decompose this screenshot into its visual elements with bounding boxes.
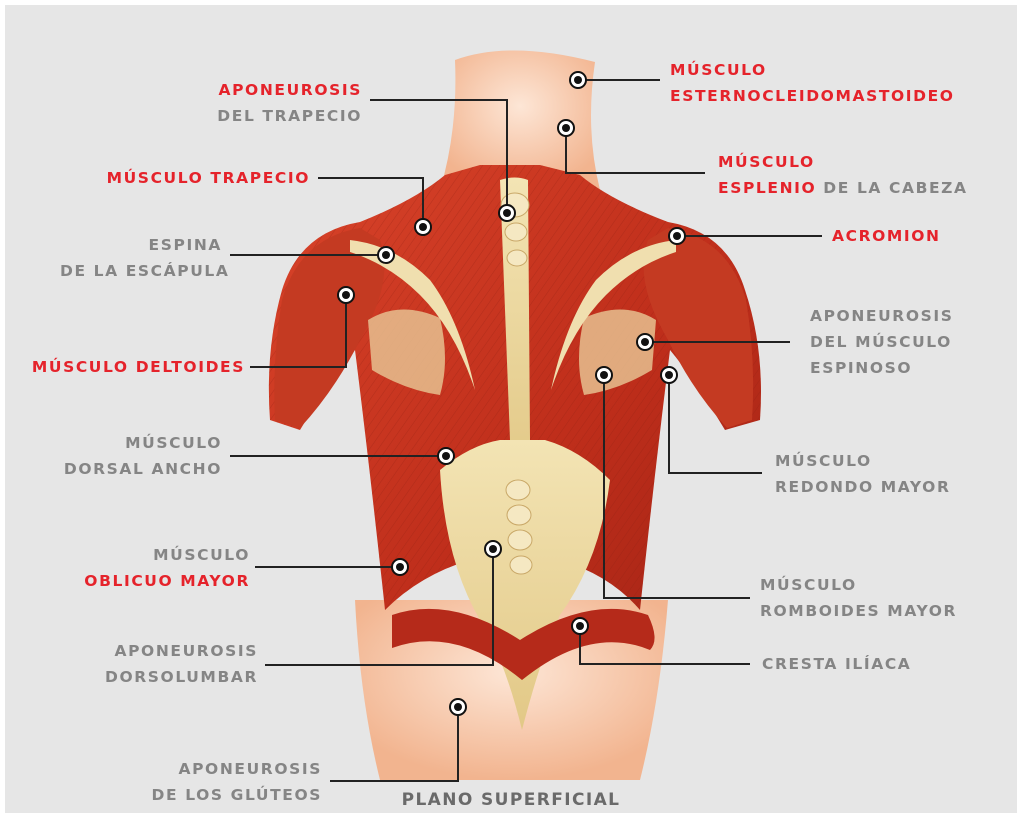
label-redondo-mayor: MÚSCULO REDONDO MAYOR [775,448,951,500]
label-musculo-deltoides: MÚSCULO DELTOIDES [15,354,245,380]
label-oblicuo-mayor: MÚSCULO OBLICUO MAYOR [60,542,250,594]
label-musculo-dorsal-ancho: MÚSCULO DORSAL ANCHO [60,430,222,482]
label-aponeurosis-espinoso: APONEUROSIS DEL MÚSCULO ESPINOSO [810,303,954,381]
label-romboides-mayor: MÚSCULO ROMBOIDES MAYOR [760,572,957,624]
label-acromion: ACROMION [832,223,941,249]
figure-title: PLANO SUPERFICIAL [0,790,1022,810]
label-espina-escapula: ESPINA DE LA ESCÁPULA [60,232,222,284]
label-cresta-iliaca: CRESTA ILÍACA [762,651,911,677]
label-aponeurosis-trapecio: APONEUROSIS DEL TRAPECIO [200,77,362,129]
label-esplenio: MÚSCULO ESPLENIO DE LA CABEZA [718,149,968,201]
label-musculo-trapecio: MÚSCULO TRAPECIO [80,165,310,191]
label-esternocleidomastoideo: MÚSCULO ESTERNOCLEIDOMASTOIDEO [670,57,955,109]
label-aponeurosis-dorsolumbar: APONEUROSIS DORSOLUMBAR [60,638,258,690]
